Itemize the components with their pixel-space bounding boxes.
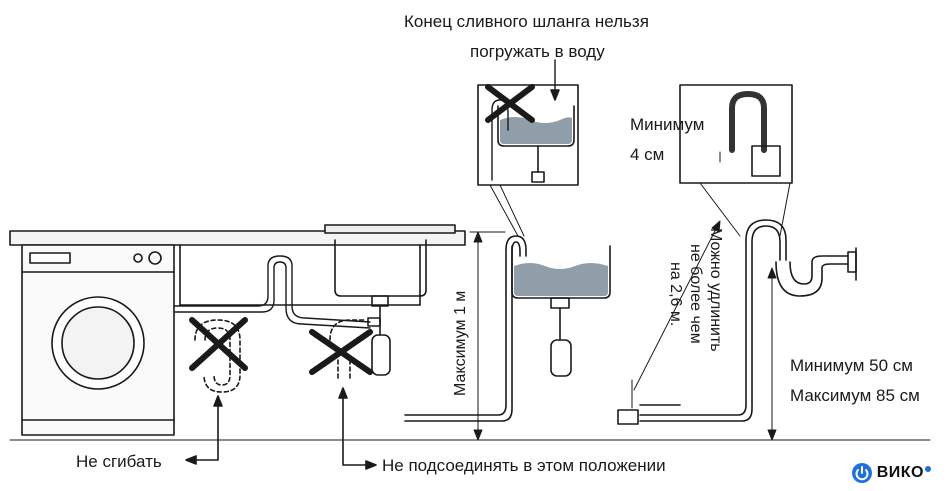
drain-hose-counter (173, 255, 371, 329)
callout-min-4cm (679, 84, 793, 237)
label-extend-3: на 2,6 м. (667, 262, 684, 327)
brand-name: ВИКО (876, 464, 924, 481)
label-no-submerge-2: погружать в воду (470, 42, 605, 61)
brand-logo: ВИКО (851, 462, 931, 484)
wrong-connection-crossed (309, 319, 373, 379)
dimension-max-1m (469, 231, 506, 441)
countertop (9, 224, 466, 306)
label-min4-2: 4 см (630, 145, 665, 164)
pointer-arrows (185, 387, 377, 470)
sink-open (404, 235, 611, 422)
sink-under-counter (334, 239, 427, 376)
brand-dot (925, 466, 931, 472)
label-min50: Минимум 50 см (790, 356, 913, 375)
label-no-bend: Не сгибать (76, 452, 162, 471)
label-min4-1: Минимум (630, 115, 705, 134)
label-extend-1: Можно удлинить (707, 228, 724, 352)
washing-machine (21, 244, 175, 436)
callout-submerged (477, 59, 579, 237)
dimension-extend (633, 220, 777, 441)
power-icon (851, 463, 872, 483)
label-no-connect: Не подсоединять в этом положении (382, 456, 666, 475)
standpipe-siphon (617, 219, 857, 425)
label-extend-2: не более чем (687, 244, 704, 344)
label-max85: Максимум 85 см (790, 386, 920, 405)
label-max-1m: Максимум 1 м (452, 290, 469, 396)
bent-hose-crossed (189, 317, 248, 393)
label-no-submerge-1: Конец сливного шланга нельзя (404, 12, 649, 31)
